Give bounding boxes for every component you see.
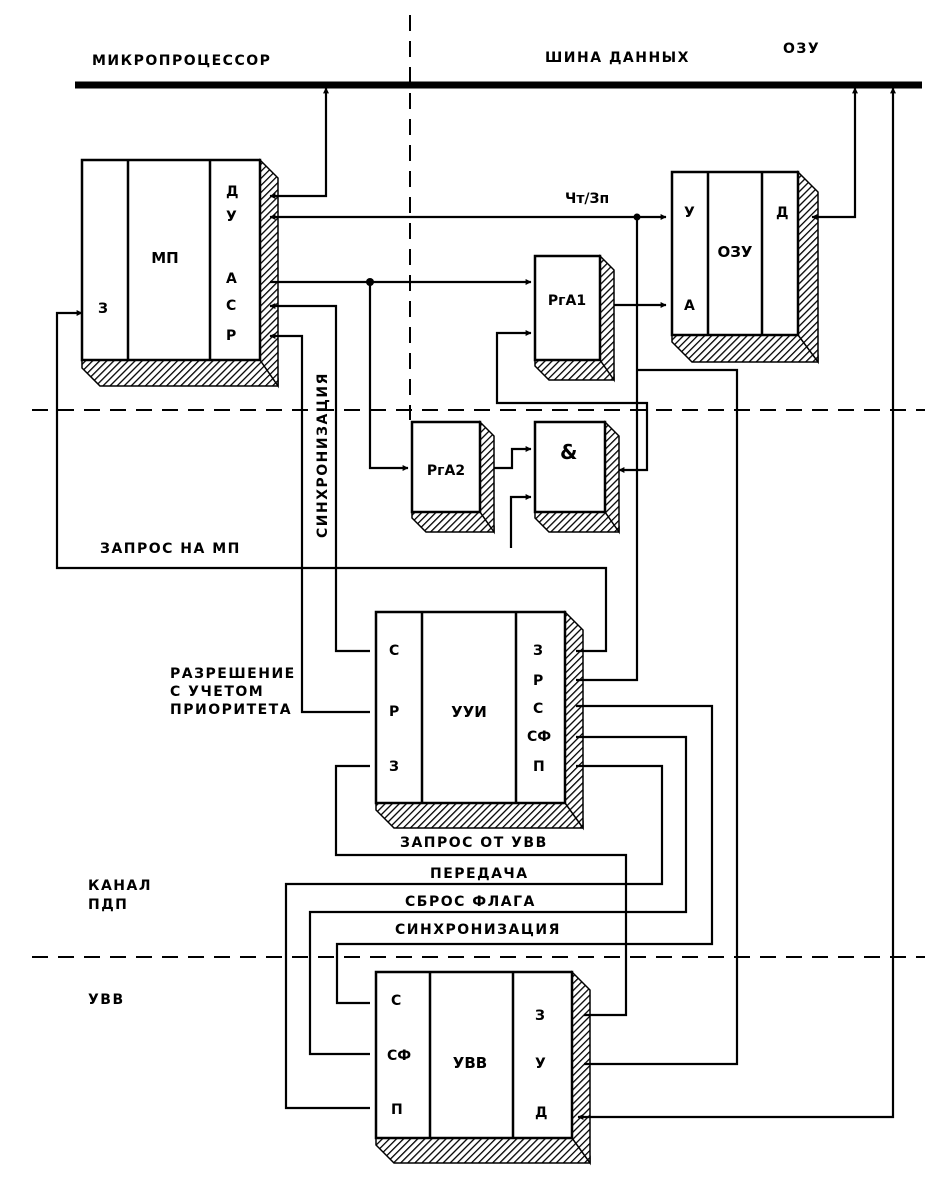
wire-a-rga2 <box>368 282 409 471</box>
ram-header-label: ОЗУ <box>783 41 820 57</box>
microprocessor-label: МИКРОПРОЦЕССОР <box>92 53 271 69</box>
wire-rga2-and <box>494 446 532 470</box>
ozu-port-a: А <box>684 298 695 314</box>
transfer-label: ПЕРЕДАЧА <box>430 866 529 882</box>
permission-label-line2: С УЧЕТОМ <box>170 684 264 700</box>
uui-port-s2: С <box>533 701 543 717</box>
wire-mp-d-bus <box>269 87 329 199</box>
request-mp-label: ЗАПРОС НА МП <box>100 541 241 557</box>
ozu-block: ОЗУ У А Д <box>670 170 819 365</box>
sync-vertical-label: СИНХРОНИЗАЦИЯ <box>315 372 331 538</box>
uui-port-z2: З <box>533 643 543 659</box>
uui-port-s: С <box>389 643 399 659</box>
mp-port-d: Д <box>226 184 238 200</box>
wires <box>55 87 896 1120</box>
dma-channel-label-line1: КАНАЛ <box>88 878 152 894</box>
and-gate-symbol: & <box>560 440 577 464</box>
wire-mp-r-permission <box>269 333 370 714</box>
wire-and-input2 <box>509 494 532 548</box>
uui-block: УУИ С Р З З Р С СФ П <box>374 610 584 831</box>
mp-port-z: З <box>98 301 108 317</box>
wire-bus-uvv-d <box>577 87 896 1120</box>
permission-label-line3: ПРИОРИТЕТА <box>170 702 292 718</box>
uvv-block: УВВ С СФ П З У Д <box>374 970 591 1166</box>
wire-mp-s-sync <box>269 303 370 653</box>
uvv-port-sf: СФ <box>387 1048 411 1064</box>
uui-title: УУИ <box>451 703 487 721</box>
mp-port-s: С <box>226 298 236 314</box>
read-write-label: Чт/Зп <box>565 191 609 207</box>
uvv-port-u: У <box>535 1056 546 1072</box>
flag-reset-label: СБРОС ФЛАГА <box>405 894 536 910</box>
and-gate-block: & <box>533 420 620 535</box>
dma-channel-label-line2: ПДП <box>88 897 128 913</box>
uui-port-r: Р <box>389 704 399 720</box>
io-zone-label: УВВ <box>88 992 125 1008</box>
mp-title: МП <box>151 249 178 267</box>
request-io-label: ЗАПРОС ОТ УВВ <box>400 835 548 851</box>
mp-port-r: Р <box>226 328 236 344</box>
mp-port-a: А <box>226 271 237 287</box>
permission-label-line1: РАЗРЕШЕНИЕ <box>170 666 296 682</box>
uvv-port-s: С <box>391 993 401 1009</box>
sync-horizontal-label: СИНХРОНИЗАЦИЯ <box>395 922 561 938</box>
ozu-port-u: У <box>684 205 695 221</box>
uvv-port-p: П <box>391 1102 403 1118</box>
uui-port-p: П <box>533 759 545 775</box>
ozu-port-d: Д <box>776 205 788 221</box>
mp-block: МП З Д У А С Р <box>80 158 279 389</box>
uui-port-r2: Р <box>533 673 543 689</box>
uvv-title: УВВ <box>453 1054 487 1072</box>
uvv-port-z: З <box>535 1008 545 1024</box>
mp-port-u: У <box>226 209 237 225</box>
uui-port-sf: СФ <box>527 729 551 745</box>
uui-port-z: З <box>389 759 399 775</box>
rga1-title: РгА1 <box>548 293 586 309</box>
data-bus-label: ШИНА ДАННЫХ <box>545 50 690 66</box>
rga1-block: РгА1 <box>533 254 615 383</box>
ozu-title: ОЗУ <box>718 243 753 261</box>
uvv-port-d: Д <box>535 1105 547 1121</box>
rga2-block: РгА2 <box>410 420 495 535</box>
rga2-title: РгА2 <box>427 463 465 479</box>
